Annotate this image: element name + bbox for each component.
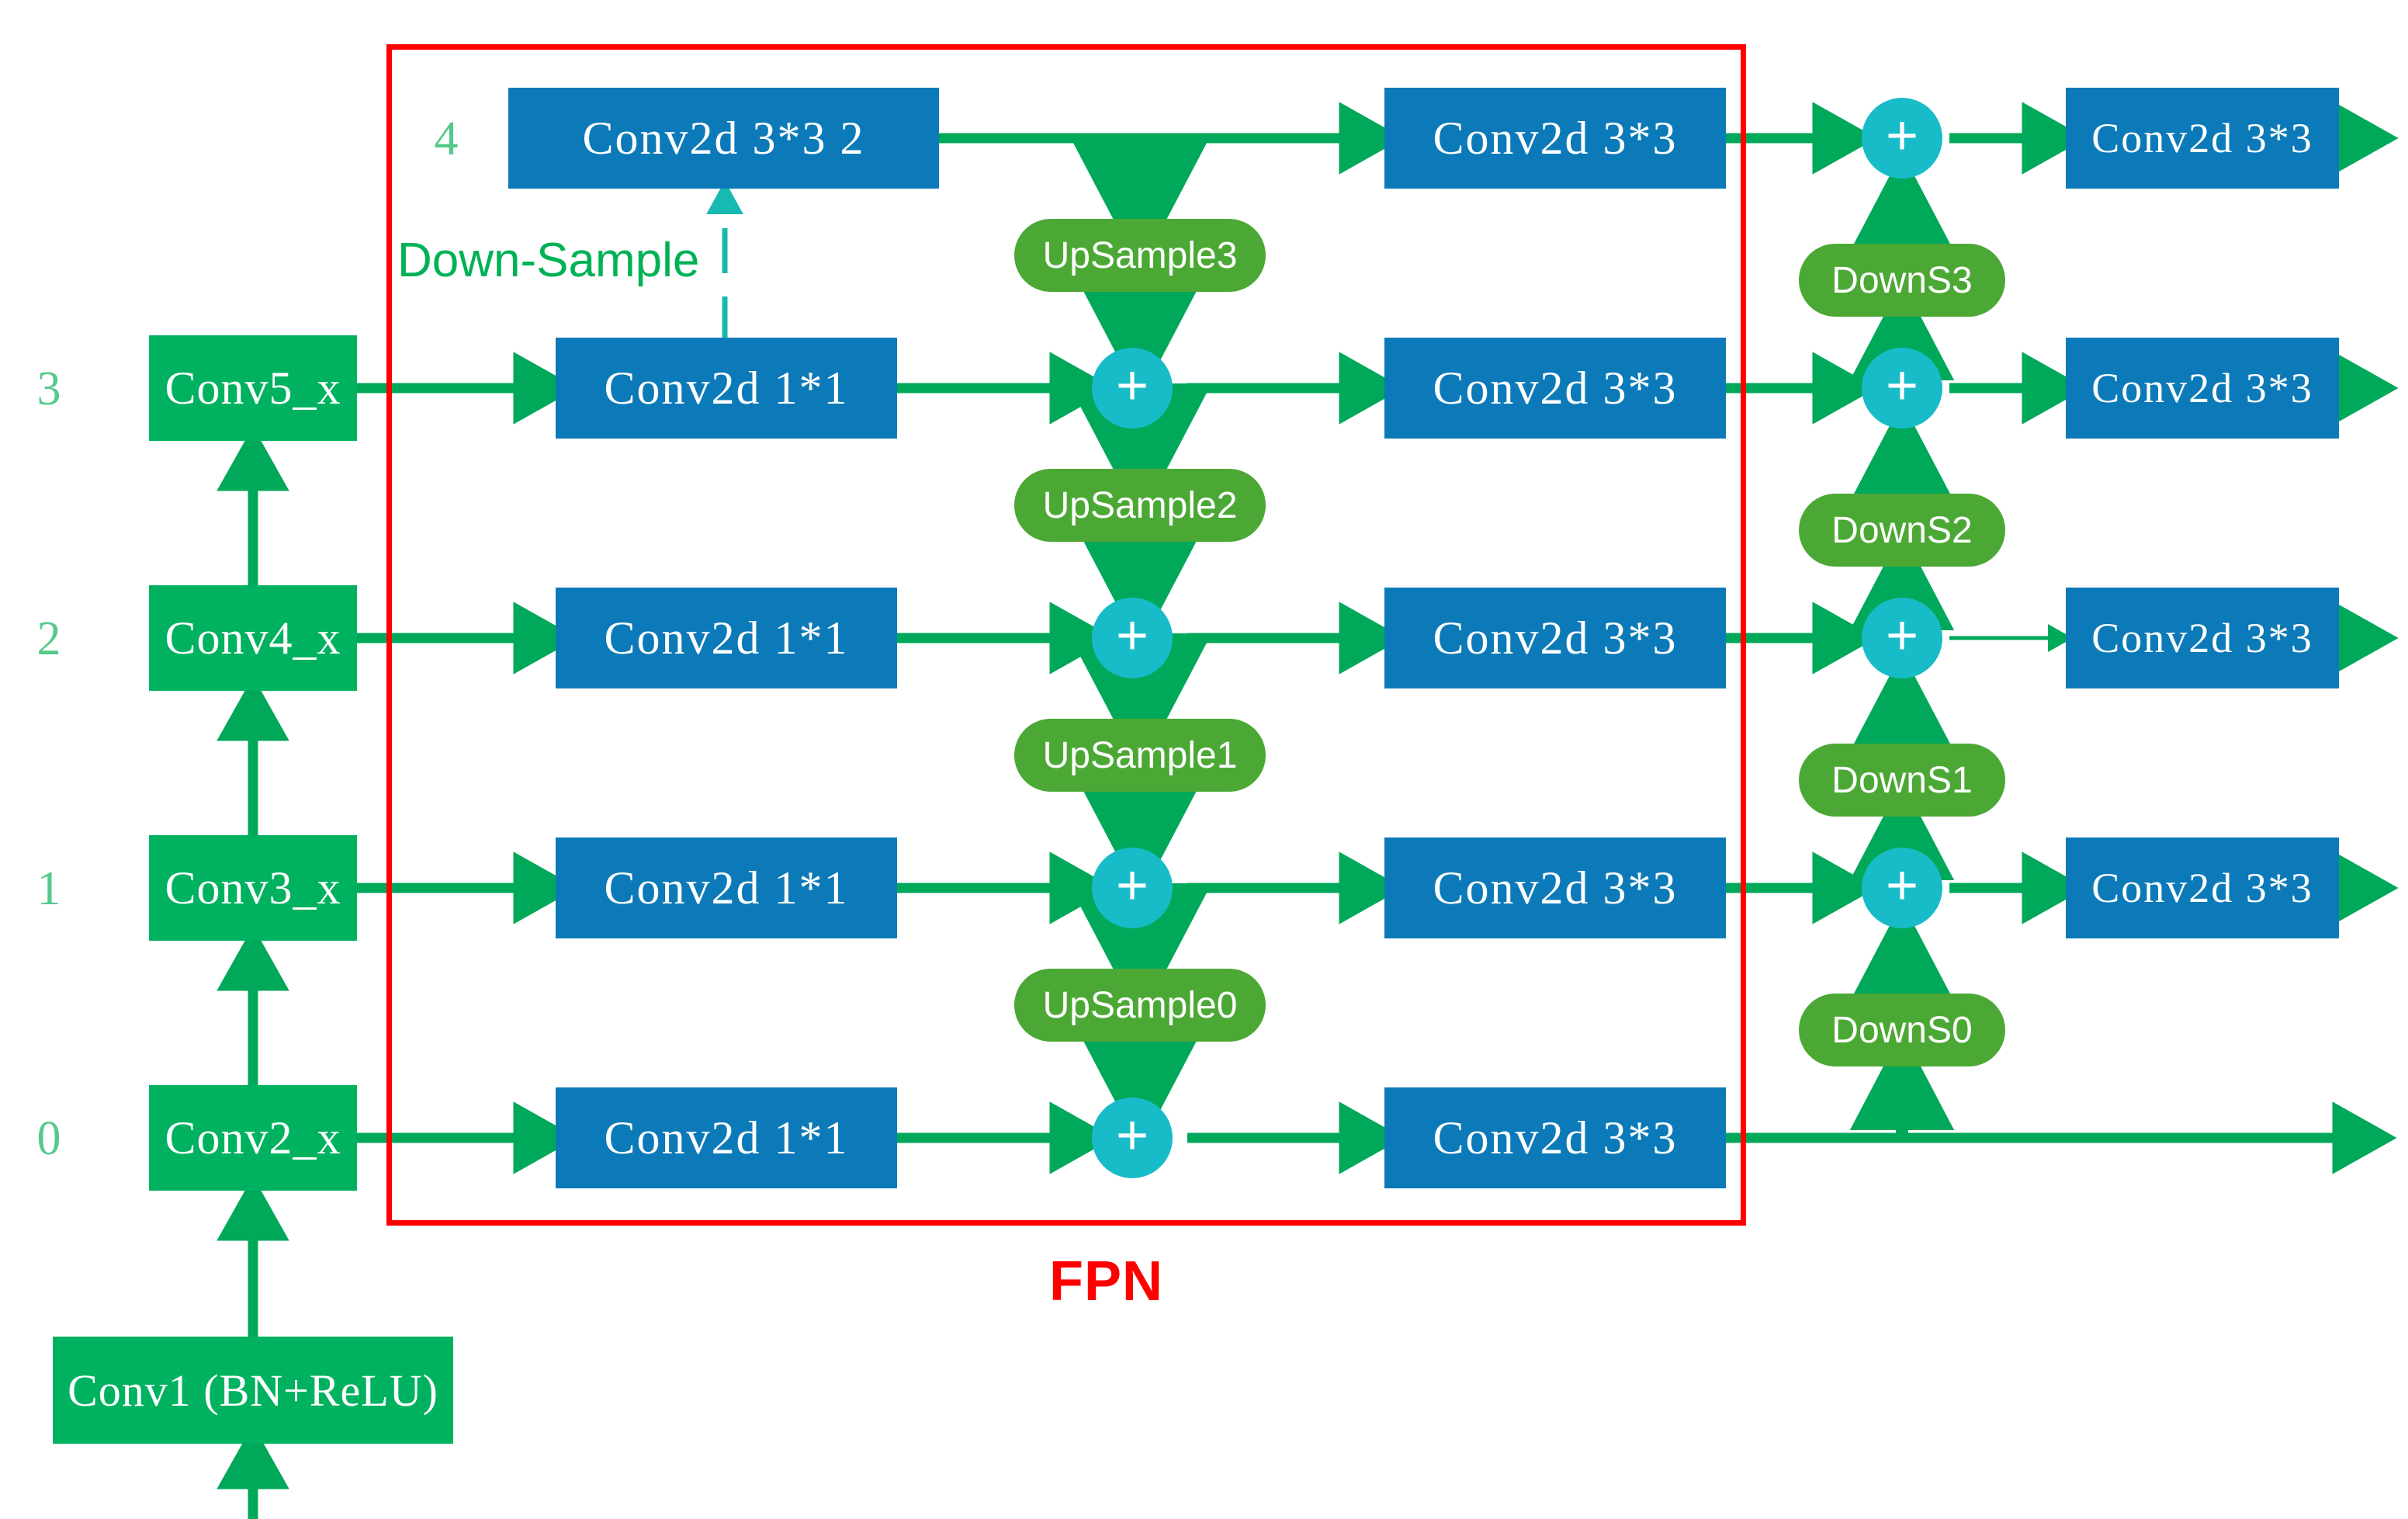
lateral-conv-row0[interactable]: Conv2d 1*1: [556, 1087, 897, 1188]
fpn-boundary-frame: [386, 44, 1746, 1226]
downsample-2[interactable]: DownS2: [1799, 494, 2005, 567]
upsample-3[interactable]: UpSample3: [1014, 219, 1266, 292]
merge-add-topdown-row2[interactable]: +: [1092, 598, 1173, 678]
lateral-conv-row1[interactable]: Conv2d 1*1: [556, 838, 897, 938]
lateral-conv-row2[interactable]: Conv2d 1*1: [556, 588, 897, 688]
merge-add-bottomup-row4[interactable]: +: [1862, 98, 1942, 179]
level-number-3: 3: [36, 362, 61, 415]
fpn-label: FPN: [1049, 1250, 1163, 1313]
downsample-3[interactable]: DownS3: [1799, 244, 2005, 317]
upsample-0[interactable]: UpSample0: [1014, 969, 1266, 1042]
level-number-0: 0: [36, 1112, 61, 1165]
merge-add-bottomup-row1[interactable]: +: [1862, 848, 1942, 928]
merge-add-bottomup-row3[interactable]: +: [1862, 348, 1942, 428]
merge-add-topdown-row0[interactable]: +: [1092, 1098, 1173, 1178]
merge-add-bottomup-row2[interactable]: +: [1862, 598, 1942, 678]
backbone-stage-conv3[interactable]: Conv3_x: [149, 835, 357, 941]
lateral-conv-row4[interactable]: Conv2d 3*3 2: [508, 88, 939, 189]
output-conv-row2[interactable]: Conv2d 3*3: [2066, 588, 2339, 688]
level-number-4: 4: [434, 112, 459, 165]
merge-add-topdown-row3[interactable]: +: [1092, 348, 1173, 428]
output-conv-row1[interactable]: Conv2d 3*3: [2066, 838, 2339, 938]
output-conv-row4[interactable]: Conv2d 3*3: [2066, 88, 2339, 189]
smooth-conv-row2[interactable]: Conv2d 3*3: [1384, 588, 1726, 688]
level-number-1: 1: [36, 862, 61, 915]
merge-add-topdown-row1[interactable]: +: [1092, 848, 1173, 928]
down-sample-label: Down-Sample: [397, 234, 700, 287]
smooth-conv-row1[interactable]: Conv2d 3*3: [1384, 838, 1726, 938]
downsample-1[interactable]: DownS1: [1799, 744, 2005, 817]
backbone-stage-conv4[interactable]: Conv4_x: [149, 585, 357, 691]
backbone-stage-conv5[interactable]: Conv5_x: [149, 335, 357, 441]
level-number-2: 2: [36, 612, 61, 665]
backbone-stage-conv2[interactable]: Conv2_x: [149, 1085, 357, 1191]
downsample-0[interactable]: DownS0: [1799, 994, 2005, 1066]
smooth-conv-row4[interactable]: Conv2d 3*3: [1384, 88, 1726, 189]
smooth-conv-row0[interactable]: Conv2d 3*3: [1384, 1087, 1726, 1188]
output-conv-row3[interactable]: Conv2d 3*3: [2066, 338, 2339, 439]
smooth-conv-row3[interactable]: Conv2d 3*3: [1384, 338, 1726, 439]
upsample-2[interactable]: UpSample2: [1014, 469, 1266, 542]
upsample-1[interactable]: UpSample1: [1014, 719, 1266, 792]
lateral-conv-row3[interactable]: Conv2d 1*1: [556, 338, 897, 439]
backbone-stem-conv1[interactable]: Conv1 (BN+ReLU): [53, 1337, 453, 1444]
